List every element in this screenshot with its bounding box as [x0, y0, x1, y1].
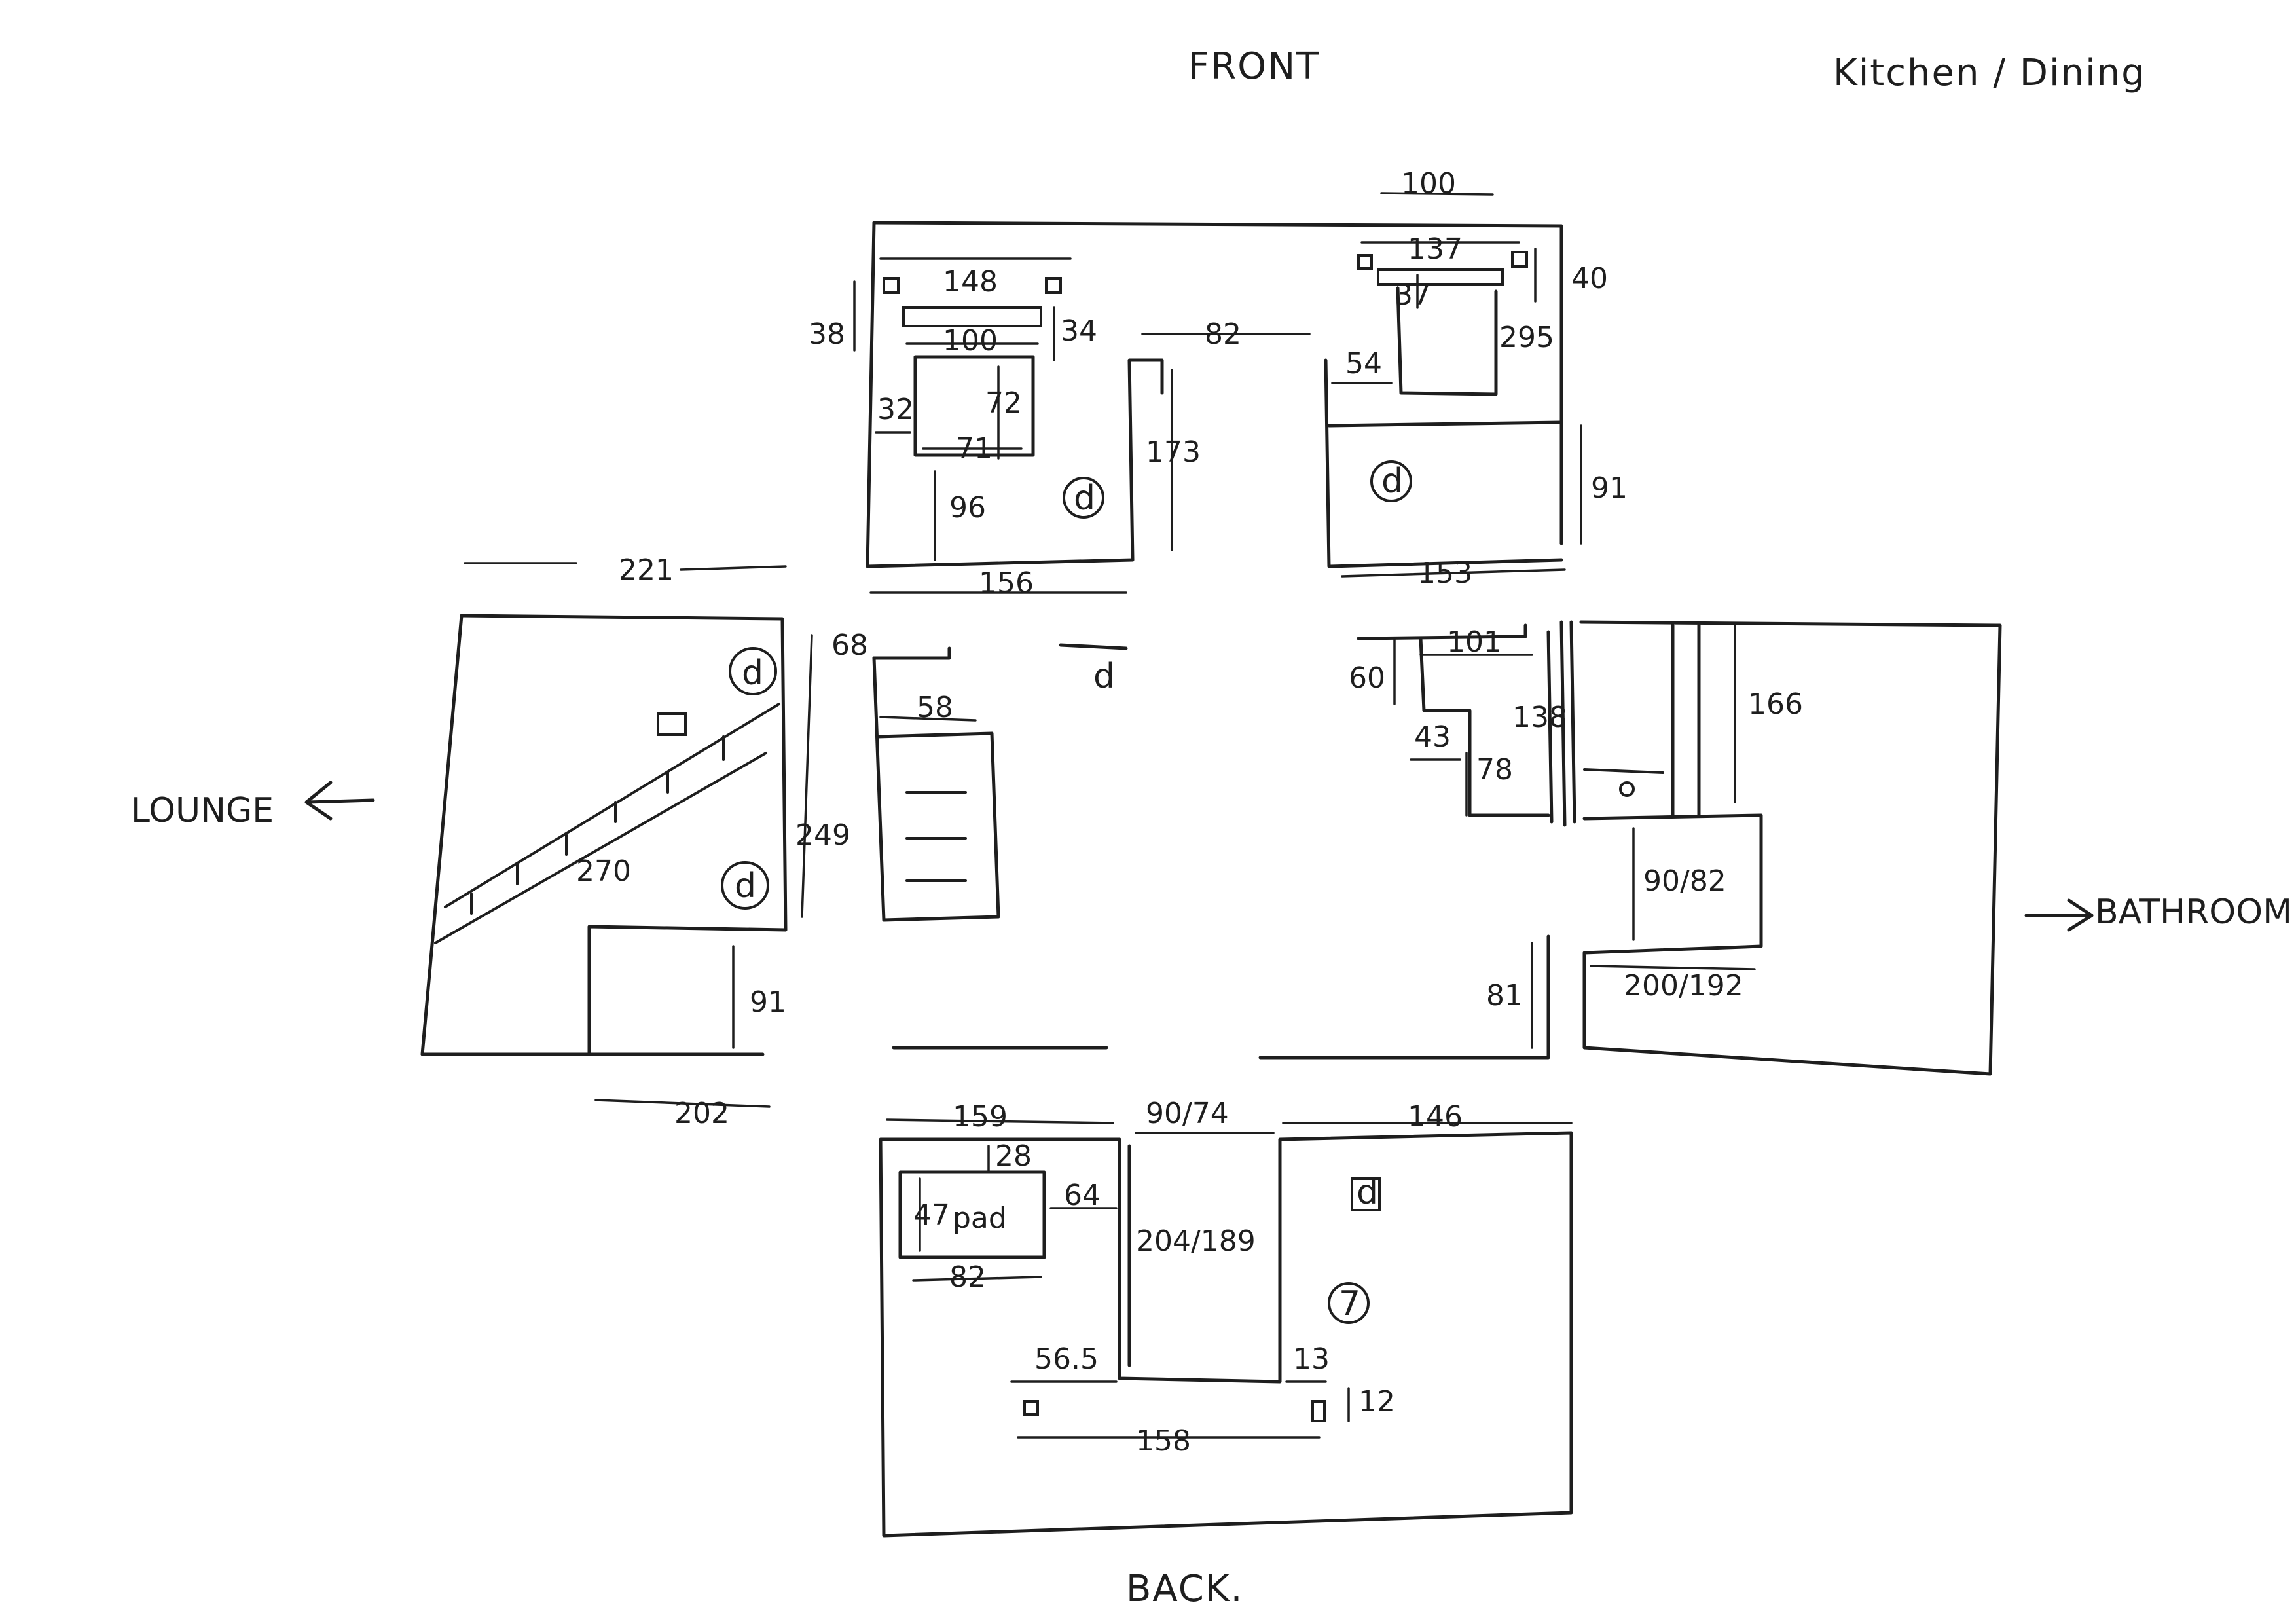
dim-top-width: 101 [1447, 625, 1502, 659]
dim-overall: 100 [1401, 167, 1456, 200]
dim-corridor-depth: 173 [1146, 435, 1201, 469]
dim-box-height: 72 [985, 386, 1022, 420]
dim-top-width: 221 [619, 553, 674, 587]
dim-width-top: 148 [943, 265, 998, 299]
door-mark: d [742, 654, 763, 693]
dim-pad-right: 64 [1064, 1179, 1101, 1212]
dim-mid-height: 204/189 [1136, 1225, 1256, 1258]
dim-pad-width: 82 [949, 1261, 986, 1294]
door-mark: d [1381, 462, 1403, 501]
dim-box-offset: 54 [1345, 347, 1382, 380]
fixture [1619, 781, 1635, 797]
bathroom-label: BATHROOM [2095, 893, 2292, 932]
dim-right-height: 249 [795, 819, 850, 852]
dim-corridor-width: 82 [1205, 318, 1241, 351]
dim-left-height: 38 [809, 318, 845, 351]
door-circle [729, 647, 777, 695]
hall-wall [1258, 934, 1550, 1060]
door-mark: d [1093, 657, 1115, 696]
dim-inner-width: 43 [1414, 720, 1451, 754]
dim-pad-top: 28 [995, 1139, 1032, 1173]
dim-right-height: 138 [1512, 701, 1567, 734]
door-circle [721, 861, 769, 910]
pad-box [898, 1170, 1046, 1259]
dim-small-gap: 37 [1394, 278, 1431, 312]
dim-right-width: 146 [1408, 1100, 1463, 1134]
front-heading: FRONT [1188, 45, 1320, 88]
dim-lower-height: 81 [1486, 979, 1523, 1012]
dim-stair-length: 270 [576, 855, 631, 888]
stair-block: 58 [872, 646, 1000, 922]
top-right-room: d 100 137 40 37 54 295 91 153 [1327, 167, 1628, 590]
dim-right-top: 68 [831, 629, 868, 662]
dim-bar-height: 34 [1061, 314, 1097, 348]
dim-inner-height: 78 [1476, 753, 1513, 786]
dim-bottom-span: 158 [1136, 1424, 1191, 1458]
back-heading: BACK. [1126, 1568, 1243, 1610]
dim-bar-width: 100 [943, 324, 998, 358]
dim-bottom-width: 153 [1417, 557, 1472, 590]
dim-box-width: 71 [956, 432, 993, 466]
bath-room: 166 90/82 200/192 [1579, 620, 2002, 1076]
door-mark: d [735, 866, 756, 906]
front-corridor: 82 173 [1141, 318, 1563, 568]
hall-door: d [1059, 643, 1128, 696]
dim-left-height: 60 [1349, 661, 1385, 695]
pad-label: pad [953, 1202, 1007, 1235]
dim-mid-width: 90/74 [1146, 1097, 1229, 1130]
door-mark: d [1074, 479, 1095, 518]
door-box [1351, 1177, 1381, 1211]
kitchen-dining-heading: Kitchen / Dining [1833, 52, 2146, 94]
dim-lower-height: 91 [750, 986, 786, 1019]
lounge-arrow-icon [304, 781, 375, 821]
door-circle [1063, 477, 1104, 519]
dim-box-offset: 32 [877, 393, 914, 426]
dim-gap-right: 13 [1293, 1342, 1330, 1376]
dim-gap-left: 56.5 [1034, 1342, 1099, 1376]
dim-post-height: 12 [1358, 1385, 1395, 1418]
dim-left-width: 159 [953, 1100, 1008, 1134]
dim-door-width: 90/82 [1643, 864, 1726, 898]
window-mark: 7 [1339, 1284, 1360, 1323]
right-center-area: 101 60 43 78 138 81 [1349, 620, 1576, 1049]
dim-below-box: 96 [949, 491, 986, 525]
dim-width-top: 137 [1408, 232, 1463, 266]
dim-lower-height: 91 [1591, 471, 1628, 505]
dim-bottom-width: 202 [674, 1097, 729, 1130]
window-circle [1328, 1282, 1370, 1324]
bottom-rooms: pad 7 d 159 90/74 146 28 47 64 82 204/18… [879, 1097, 1573, 1538]
dim-bottom-width: 156 [979, 566, 1034, 600]
dim-bottom-width: 200/192 [1624, 969, 1743, 1003]
dim-pad-height: 47 [913, 1198, 950, 1232]
left-room: d d 221 68 249 270 91 202 [420, 553, 868, 1130]
dim-stair-width: 58 [917, 691, 953, 724]
dim-box-depth: 295 [1499, 321, 1554, 354]
bathroom-arrow-icon [2024, 898, 2094, 932]
window-box [657, 712, 687, 736]
lounge-label: LOUNGE [131, 791, 274, 830]
top-left-room: d 148 100 38 34 32 72 71 96 156 [809, 221, 1563, 600]
door-mark: d [1357, 1173, 1378, 1212]
dim-inner-height: 166 [1748, 688, 1803, 721]
dim-right-height: 40 [1571, 262, 1608, 295]
door-circle [1370, 460, 1412, 502]
